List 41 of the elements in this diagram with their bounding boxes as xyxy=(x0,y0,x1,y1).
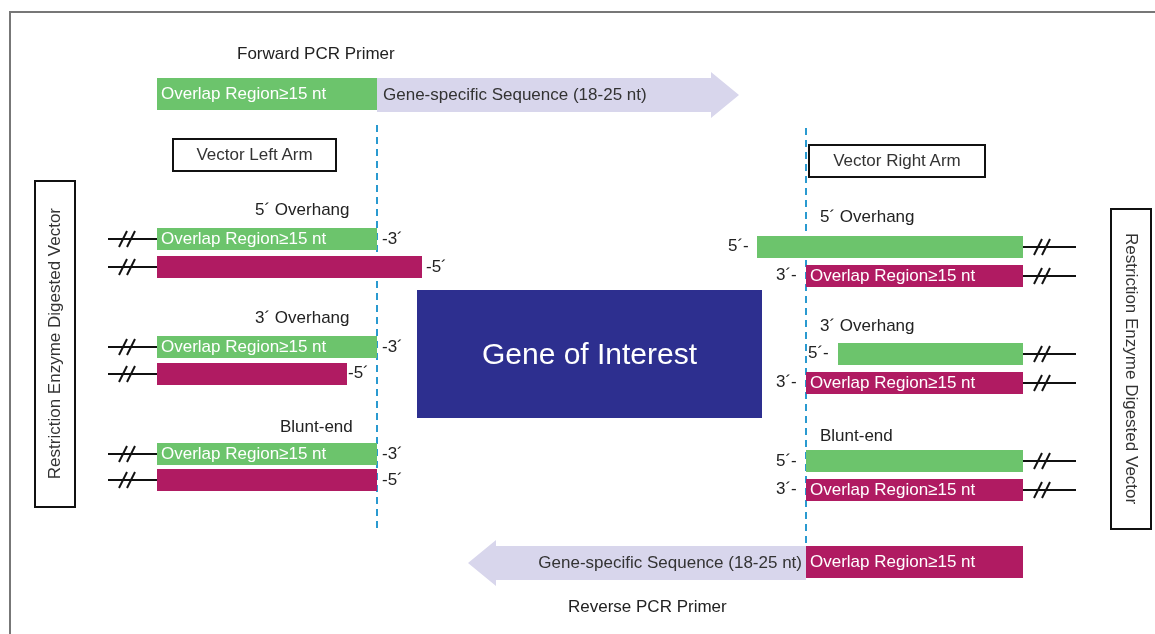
overlap-region-bar: Overlap Region≥15 nt xyxy=(157,336,377,358)
strand-label: 5´- xyxy=(776,451,797,471)
strand-label: -5´ xyxy=(348,363,369,383)
strand-bar xyxy=(157,363,347,385)
vector-label-box: Restriction Enzyme Digested Vector xyxy=(1110,208,1152,530)
overlap-region-bar: Overlap Region≥15 nt xyxy=(157,443,377,465)
strand-label: Blunt-end xyxy=(280,417,353,437)
overlap-region-bar: Overlap Region≥15 nt xyxy=(806,546,1023,578)
strand-bar xyxy=(806,450,1023,472)
strand-label: 3´- xyxy=(776,479,797,499)
strand-label: 5´- xyxy=(808,343,829,363)
strand-bar xyxy=(157,469,377,491)
strand-bar xyxy=(757,236,1023,258)
strand-label: 3´- xyxy=(776,372,797,392)
arm-label-box: Vector Left Arm xyxy=(172,138,337,172)
overlap-region-bar: Overlap Region≥15 nt xyxy=(157,78,378,110)
strand-bar xyxy=(838,343,1023,365)
overlap-region-bar: Overlap Region≥15 nt xyxy=(806,479,1023,501)
overlap-region-bar: Overlap Region≥15 nt xyxy=(806,265,1023,287)
strand-label: 3´ Overhang xyxy=(820,316,915,336)
strand-label: -5´ xyxy=(426,257,447,277)
strand-bar xyxy=(157,256,422,278)
strand-label: -3´ xyxy=(382,337,403,357)
strand-label: 5´- xyxy=(728,236,749,256)
primer-arrow: Gene-specific Sequence (18-25 nt) xyxy=(468,540,806,586)
strand-label: 5´ Overhang xyxy=(820,207,915,227)
gene-block: Gene of Interest xyxy=(417,290,762,418)
strand-label: -5´ xyxy=(382,470,403,490)
vector-label-box: Restriction Enzyme Digested Vector xyxy=(34,180,76,508)
strand-label: -3´ xyxy=(382,229,403,249)
strand-label: 3´ Overhang xyxy=(255,308,350,328)
strand-label: 5´ Overhang xyxy=(255,200,350,220)
strand-label: -3´ xyxy=(382,444,403,464)
primer-caption: Reverse PCR Primer xyxy=(568,597,727,617)
overlap-region-bar: Overlap Region≥15 nt xyxy=(157,228,377,250)
primer-arrow: Gene-specific Sequence (18-25 nt) xyxy=(377,72,739,118)
strand-label: Blunt-end xyxy=(820,426,893,446)
overlap-region-bar: Overlap Region≥15 nt xyxy=(806,372,1023,394)
primer-caption: Forward PCR Primer xyxy=(237,44,395,64)
strand-label: 3´- xyxy=(776,265,797,285)
arm-label-box: Vector Right Arm xyxy=(808,144,986,178)
